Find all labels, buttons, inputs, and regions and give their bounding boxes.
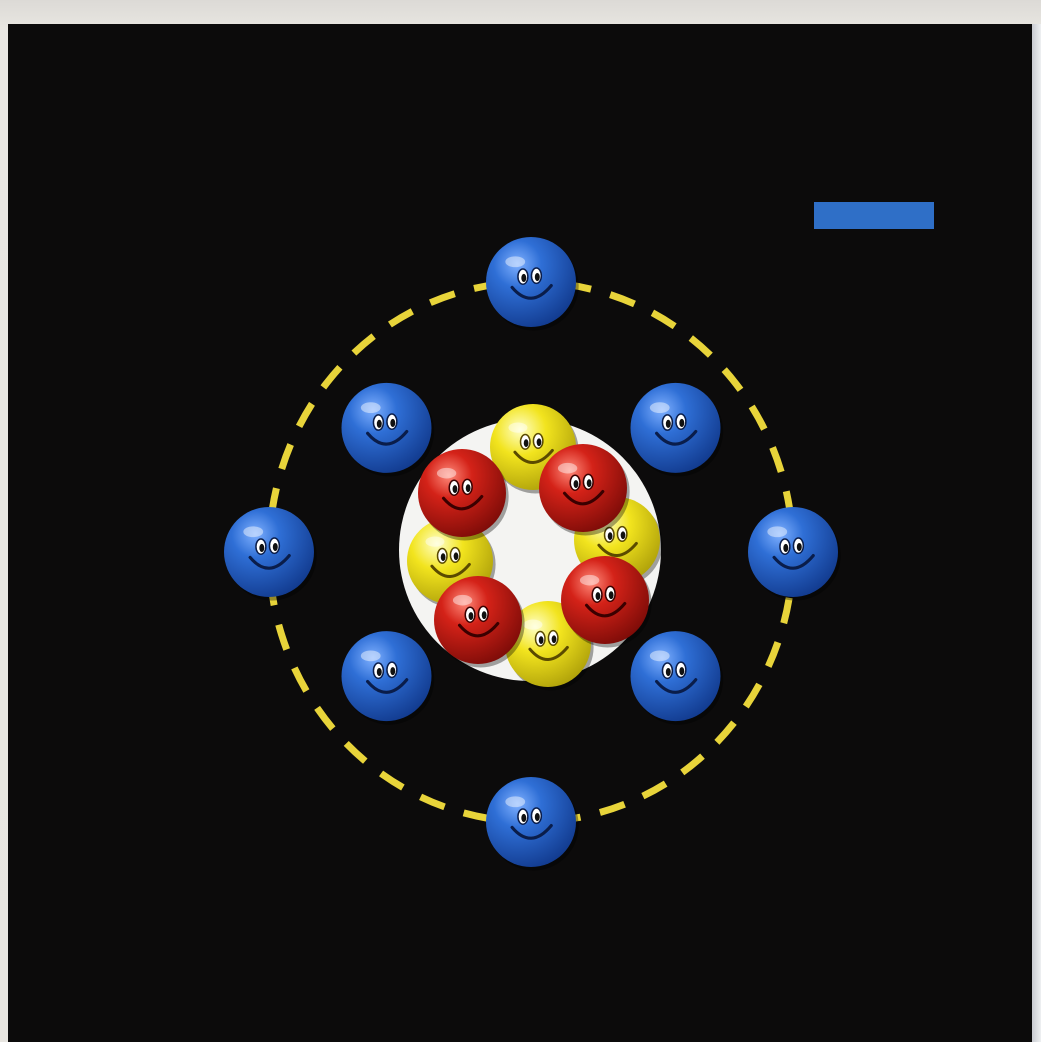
electron-3 [748, 507, 841, 601]
electron-2 [631, 383, 724, 477]
electron-5 [486, 777, 579, 871]
minus-sign-legend [814, 202, 934, 229]
electron-7 [224, 507, 317, 601]
electron-1 [486, 237, 579, 331]
electron-6 [341, 631, 434, 725]
electron-4 [631, 631, 724, 725]
electron-8 [341, 383, 434, 477]
